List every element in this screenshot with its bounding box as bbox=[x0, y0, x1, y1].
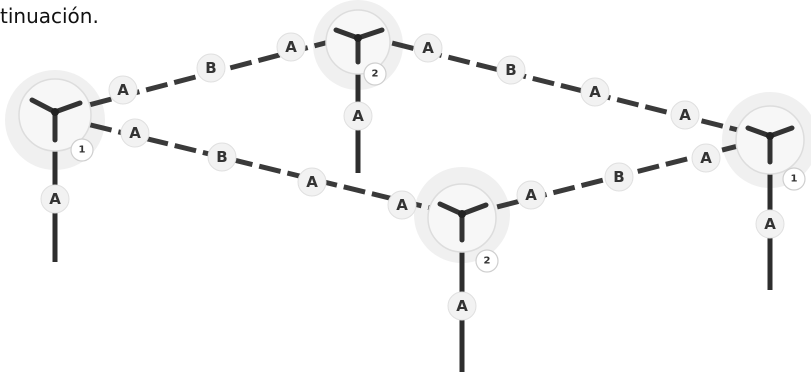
node-left-badge bbox=[70, 138, 94, 162]
connector-pole-left bbox=[40, 184, 70, 214]
connector-left-top-3 bbox=[276, 32, 306, 62]
node-top-badge-label: 2 bbox=[372, 69, 379, 80]
connector-left-top-2-label: B bbox=[205, 59, 216, 77]
connector-top-right-2 bbox=[496, 55, 526, 85]
connector-left-top-1-label: A bbox=[117, 81, 129, 99]
node-left-hub bbox=[51, 108, 59, 116]
node-top-hub bbox=[354, 34, 362, 42]
node-right-badge bbox=[782, 167, 806, 191]
node-bottom: 2 bbox=[427, 183, 499, 273]
connector-left-top-1 bbox=[108, 75, 138, 105]
connector-left-bottom-2 bbox=[207, 142, 237, 172]
connector-top-right-3-label: A bbox=[589, 83, 601, 101]
connector-top-right-3 bbox=[580, 77, 610, 107]
connector-bottom-right-1 bbox=[516, 180, 546, 210]
connector-top-right-4 bbox=[670, 100, 700, 130]
connector-top-right-2-label: B bbox=[505, 61, 516, 79]
connector-pole-top bbox=[343, 101, 373, 131]
node-right-badge-label: 1 bbox=[791, 174, 798, 185]
connector-top-right-4-label: A bbox=[679, 106, 691, 124]
caption-text: tinuación. bbox=[0, 4, 99, 28]
node-top: 2 bbox=[325, 9, 391, 86]
connector-bottom-right-3-label: A bbox=[700, 149, 712, 167]
connector-left-bottom-2-label: B bbox=[216, 148, 227, 166]
connector-pole-bottom bbox=[447, 291, 477, 321]
connector-left-top-3-label: A bbox=[285, 38, 297, 56]
connector-top-right-1 bbox=[413, 33, 443, 63]
connector-bottom-right-3 bbox=[691, 143, 721, 173]
node-bottom-arm-1 bbox=[437, 201, 465, 217]
connector-left-bottom-1 bbox=[120, 118, 150, 148]
node-left-arm-2 bbox=[52, 100, 83, 115]
node-top-arm-2 bbox=[355, 27, 385, 41]
node-bottom-badge bbox=[475, 249, 499, 273]
node-right-hub bbox=[766, 132, 774, 140]
connector-left-bottom-3 bbox=[297, 167, 327, 197]
connector-pole-right bbox=[755, 209, 785, 239]
node-top-badge bbox=[363, 62, 387, 86]
node-bottom-badge-label: 2 bbox=[484, 256, 491, 267]
connector-left-bottom-4 bbox=[387, 190, 417, 220]
connector-pole-right-label: A bbox=[764, 215, 776, 233]
connector-pole-bottom-label: A bbox=[456, 297, 468, 315]
connector-left-top-2 bbox=[196, 53, 226, 83]
connector-labels: A A A A A B A A B A A A B A A A B bbox=[40, 32, 785, 321]
connector-left-bottom-1-label: A bbox=[129, 124, 141, 142]
node-left-arm-1 bbox=[29, 97, 58, 115]
connector-bottom-right-2 bbox=[604, 162, 634, 192]
connector-pole-top-label: A bbox=[352, 107, 364, 125]
connector-left-bottom-4-label: A bbox=[396, 196, 408, 214]
node-right: 1 bbox=[735, 105, 806, 191]
node-left: 1 bbox=[18, 78, 94, 162]
connector-left-bottom-3-label: A bbox=[306, 173, 318, 191]
connector-bottom-right-2-label: B bbox=[613, 168, 624, 186]
node-left-badge-label: 1 bbox=[79, 145, 86, 156]
beams bbox=[61, 33, 763, 217]
connector-bottom-right-1-label: A bbox=[525, 186, 537, 204]
node-bottom-hub bbox=[458, 210, 466, 218]
node-bottom-arm-2 bbox=[459, 202, 489, 217]
connector-top-right-1-label: A bbox=[422, 39, 434, 57]
connector-pole-left-label: A bbox=[49, 190, 61, 208]
